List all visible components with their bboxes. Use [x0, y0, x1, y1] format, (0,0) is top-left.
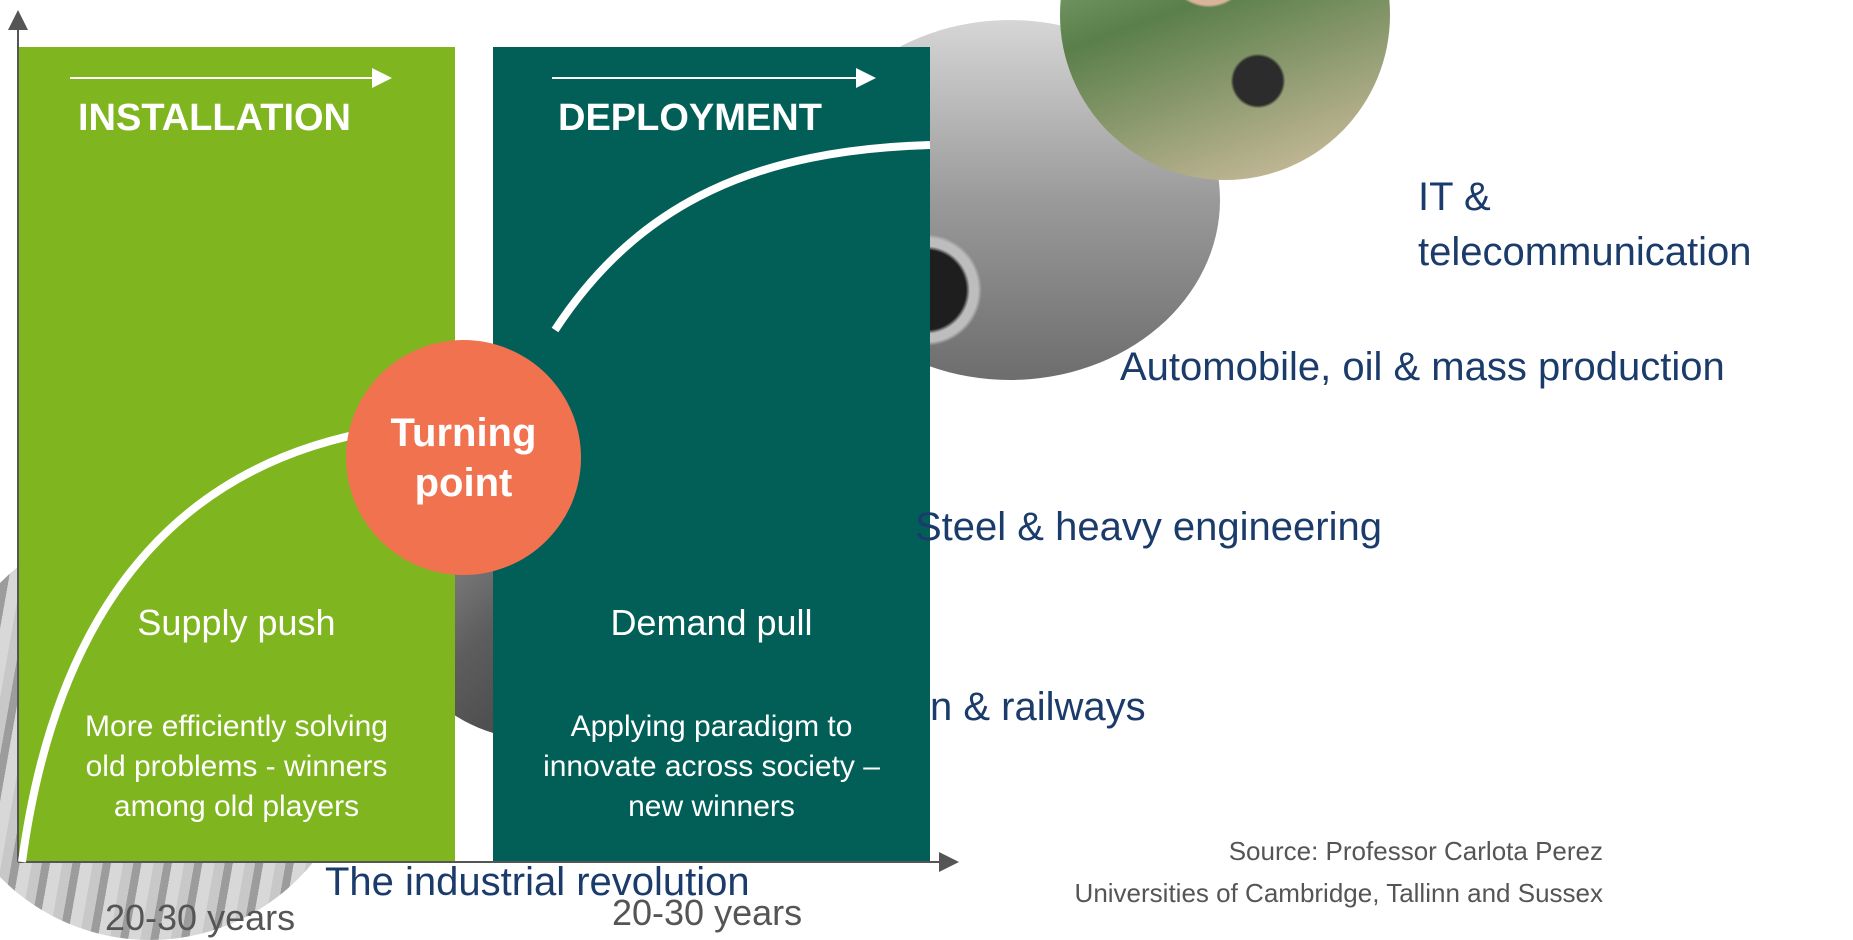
- source-line: Source: Professor Carlota Perez: [1228, 836, 1603, 866]
- it-label-line2: telecommunication: [1418, 230, 1752, 274]
- deployment-description: Applying paradigm to innovate across soc…: [493, 707, 930, 827]
- source-line: Universities of Cambridge, Tallinn and S…: [1074, 878, 1603, 908]
- deployment-desc-line: Applying paradigm to: [570, 710, 853, 743]
- deployment-desc-line: innovate across society –: [543, 750, 880, 783]
- it-label-line1: IT &: [1418, 175, 1491, 219]
- installation-title: INSTALLATION: [78, 97, 351, 139]
- installation-desc-line: More efficiently solving: [85, 710, 388, 743]
- industrial-revolution-label: The industrial revolution: [325, 860, 750, 904]
- automobile-label: Automobile, oil & mass production: [1120, 345, 1725, 389]
- turning-point-line: point: [414, 460, 513, 505]
- s-curve: [18, 141, 931, 863]
- deployment-desc-line: new winners: [628, 790, 795, 823]
- deployment-title: DEPLOYMENT: [558, 97, 822, 139]
- installation-description: More efficiently solving old problems - …: [18, 707, 455, 827]
- deployment-years: 20-30 years: [612, 892, 803, 933]
- supply-push-label: Supply push: [137, 602, 336, 643]
- turning-point-badge: Turning point: [346, 340, 581, 575]
- installation-desc-line: old problems - winners: [85, 750, 388, 783]
- source-citation: Source: Professor Carlota Perez Universi…: [1075, 830, 1603, 914]
- installation-years: 20-30 years: [105, 897, 296, 938]
- turning-point-line: Turning: [390, 410, 537, 455]
- steel-label: Steel & heavy engineering: [915, 505, 1382, 549]
- installation-desc-line: among old players: [113, 790, 360, 823]
- demand-pull-label: Demand pull: [610, 602, 813, 643]
- railways-label: n & railways: [930, 685, 1146, 729]
